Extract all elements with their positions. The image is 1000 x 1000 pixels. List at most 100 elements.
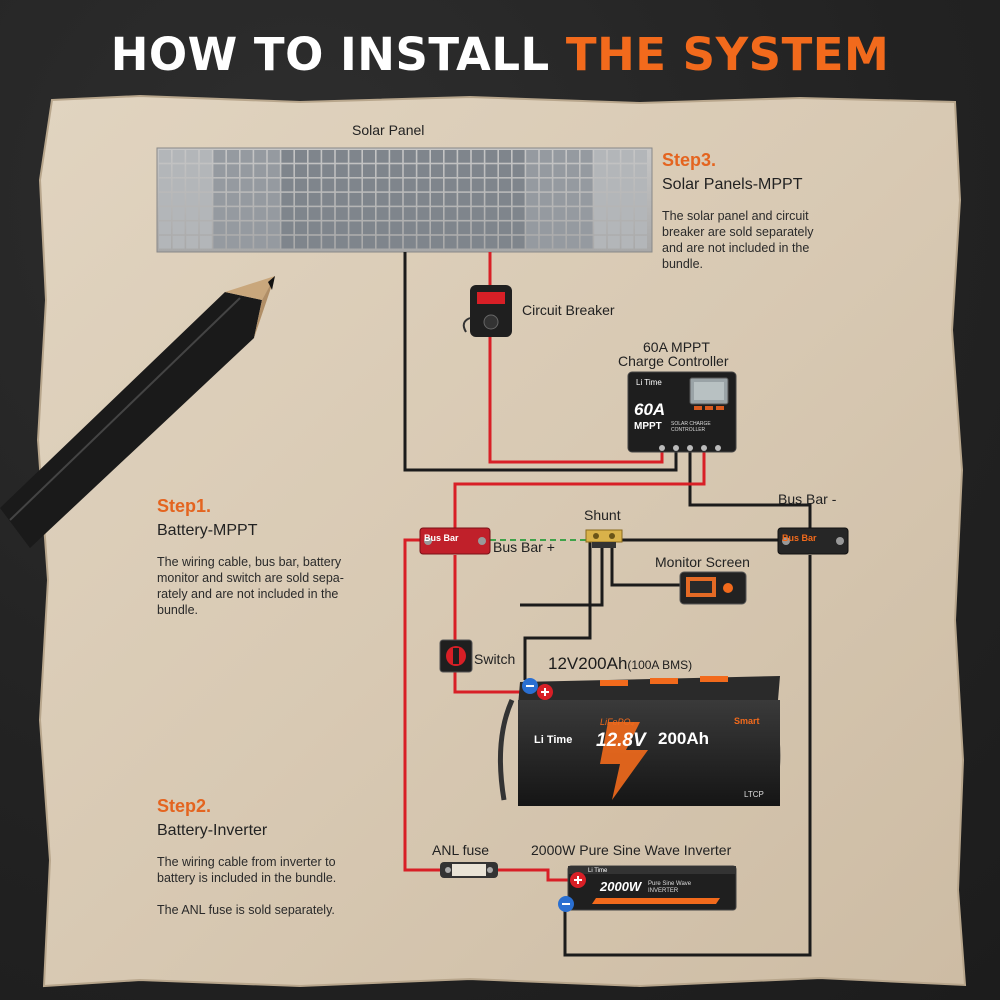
step1-body: The wiring cable, bus bar, battery monit…: [157, 554, 387, 618]
solar-cell: [471, 178, 484, 192]
solar-cell: [376, 207, 389, 220]
solar-cell: [539, 235, 552, 249]
solar-cell: [403, 207, 416, 220]
anl-fuse-device: [440, 862, 498, 878]
solar-cell: [254, 235, 267, 249]
solar-cell: [512, 150, 525, 163]
step2-body-line: battery is included in the bundle.: [157, 871, 337, 885]
solar-cell: [499, 178, 511, 192]
step1-block: Step1. Battery-MPPT The wiring cable, bu…: [157, 496, 387, 618]
solar-cell: [607, 178, 620, 192]
solar-cell: [281, 221, 294, 235]
solar-cell: [240, 235, 253, 249]
solar-cell: [471, 207, 484, 220]
solar-cell: [227, 164, 239, 177]
solar-cell: [485, 192, 498, 206]
step3-body: The solar panel and circuit breaker are …: [662, 208, 852, 272]
solar-cell: [553, 150, 566, 163]
solar-cell: [417, 221, 430, 235]
solar-cell: [267, 235, 280, 249]
solar-cell: [471, 221, 484, 235]
solar-cell: [580, 221, 593, 235]
step2-body-line: The wiring cable from inverter to: [157, 855, 336, 869]
label-battery-main: 12V200Ah: [548, 654, 628, 673]
solar-cell: [607, 192, 620, 206]
solar-cell: [390, 192, 403, 206]
solar-cell: [607, 207, 620, 220]
shunt-device: [585, 529, 623, 548]
solar-cell: [295, 192, 307, 206]
solar-cell: [444, 235, 457, 249]
solar-cell: [621, 221, 634, 235]
solar-cell: [417, 235, 430, 249]
solar-cell: [213, 178, 226, 192]
solar-cell: [295, 178, 307, 192]
solar-cell: [526, 178, 539, 192]
solar-cell: [635, 235, 647, 249]
solar-cell: [580, 178, 593, 192]
solar-cell: [213, 221, 226, 235]
solar-cell: [363, 221, 375, 235]
solar-cell: [308, 221, 321, 235]
solar-cell: [567, 150, 579, 163]
circuit-breaker: [462, 285, 512, 337]
solar-cell: [322, 164, 335, 177]
solar-cell: [403, 164, 416, 177]
solar-cell: [403, 235, 416, 249]
solar-cell: [390, 150, 403, 163]
solar-cell: [539, 207, 552, 220]
solar-cell: [199, 207, 212, 220]
step3-body-line: and are not included in the: [662, 241, 810, 255]
mppt-tag: SOLAR CHARGE CONTROLLER: [671, 421, 711, 433]
solar-cell: [227, 207, 239, 220]
solar-cell: [267, 221, 280, 235]
solar-cell: [254, 178, 267, 192]
solar-cell: [594, 221, 607, 235]
solar-cell: [254, 192, 267, 206]
solar-cell: [403, 150, 416, 163]
solar-cell: [567, 235, 579, 249]
solar-cell: [403, 221, 416, 235]
solar-cell: [471, 235, 484, 249]
solar-cell: [417, 150, 430, 163]
solar-cell: [308, 164, 321, 177]
solar-cell: [621, 178, 634, 192]
solar-cell: [172, 150, 185, 163]
label-battery: 12V200Ah(100A BMS): [548, 654, 692, 674]
solar-cell: [159, 192, 171, 206]
solar-cell: [199, 235, 212, 249]
solar-cell: [417, 192, 430, 206]
mppt-small-text: MPPT: [634, 421, 662, 432]
solar-cell: [240, 178, 253, 192]
label-circuit-breaker: Circuit Breaker: [522, 302, 615, 318]
solar-cell: [512, 164, 525, 177]
solar-cell: [621, 164, 634, 177]
solar-cell: [567, 164, 579, 177]
mppt-big-text: 60A: [634, 400, 666, 419]
solar-cell: [227, 150, 239, 163]
label-mppt-line1: 60A MPPT: [643, 339, 710, 355]
title-part-1: HOW TO INSTALL: [110, 28, 566, 81]
solar-cell: [390, 235, 403, 249]
solar-cell: [335, 164, 348, 177]
solar-cell: [267, 207, 280, 220]
solar-cell: [431, 207, 443, 220]
solar-cell: [594, 235, 607, 249]
step2-body: The wiring cable from inverter to batter…: [157, 854, 387, 918]
solar-cell: [512, 235, 525, 249]
solar-cell: [199, 164, 212, 177]
step1-subtitle: Battery-MPPT: [157, 522, 258, 539]
step2-heading: Step2.: [157, 796, 212, 816]
solar-cell: [376, 178, 389, 192]
solar-cell: [349, 207, 362, 220]
solar-cell: [159, 235, 171, 249]
step1-heading: Step1.: [157, 496, 212, 516]
solar-cell: [376, 164, 389, 177]
solar-cell: [349, 235, 362, 249]
solar-cell: [254, 221, 267, 235]
solar-cell: [580, 192, 593, 206]
solar-cell: [186, 221, 199, 235]
solar-cell: [431, 178, 443, 192]
battery-smart: Smart: [734, 716, 760, 726]
